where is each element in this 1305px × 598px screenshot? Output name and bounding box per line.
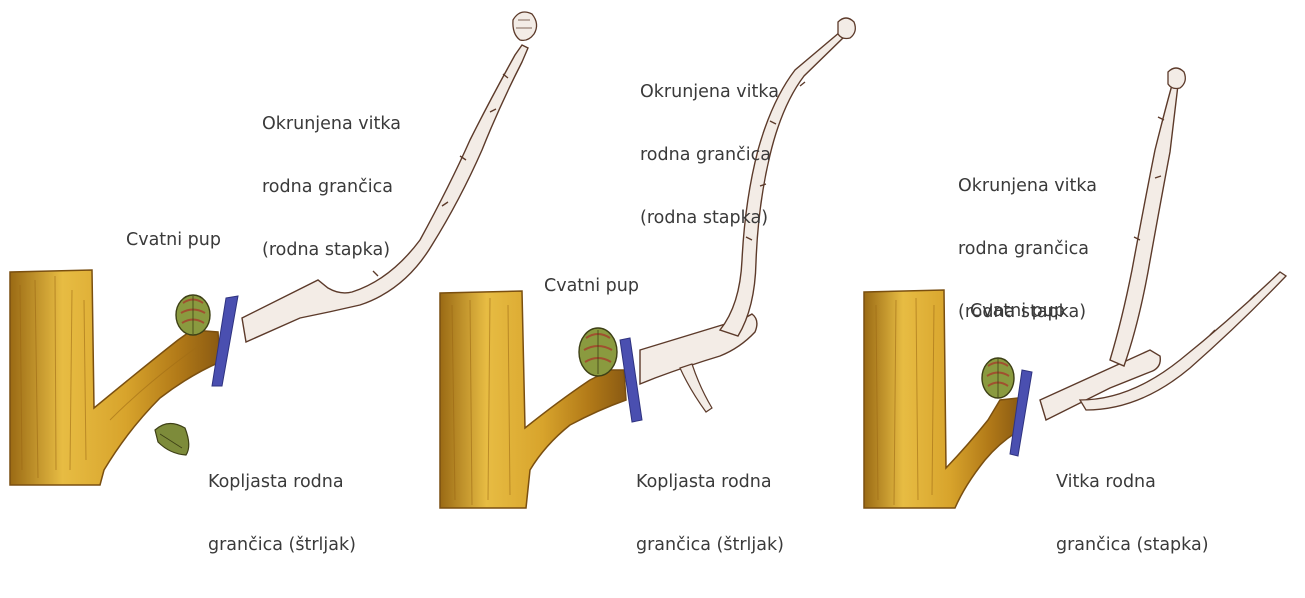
panel-2-flower-bud-label: Cvatni pup [544,276,639,297]
label-line: Kopljasta rodna [636,472,784,493]
panel-2-bottom-label: Kopljasta rodna grančica (štrljak) [636,430,784,598]
panel-1-lower-bud [155,423,189,455]
panel-1-bottom-label: Kopljasta rodna grančica (štrljak) [208,430,356,598]
label-line: Okrunjena vitka [640,82,779,103]
pruning-diagram: Okrunjena vitka rodna grančica (rodna st… [0,0,1305,510]
label-line: Vitka rodna [1056,472,1209,493]
panel-3-top-label: Okrunjena vitka rodna grančica (rodna st… [958,134,1097,365]
panel-2-flower-bud-icon [579,328,617,376]
label-line: rodna grančica [640,145,779,166]
label-line: (rodna stapka) [640,208,779,229]
label-line: Okrunjena vitka [262,114,401,135]
panel-1-flower-bud-icon [176,295,210,335]
label-line: rodna grančica [262,177,401,198]
label-line: grančica (štrljak) [208,535,356,556]
label-line: Okrunjena vitka [958,176,1097,197]
label-line: grančica (stapka) [1056,535,1209,556]
panel-1-top-label: Okrunjena vitka rodna grančica (rodna st… [262,72,401,303]
label-line: rodna grančica [958,239,1097,260]
label-line: grančica (štrljak) [636,535,784,556]
panel-1-flower-bud-label: Cvatni pup [126,230,221,251]
panel-2-trunk [440,291,626,508]
panel-2-top-label: Okrunjena vitka rodna grančica (rodna st… [640,40,779,271]
panel-3-flower-bud-label: Cvatni pup [970,301,1065,322]
label-line: (rodna stapka) [262,240,401,261]
label-line: Kopljasta rodna [208,472,356,493]
panel-3-bottom-label: Vitka rodna grančica (stapka) [1056,430,1209,598]
